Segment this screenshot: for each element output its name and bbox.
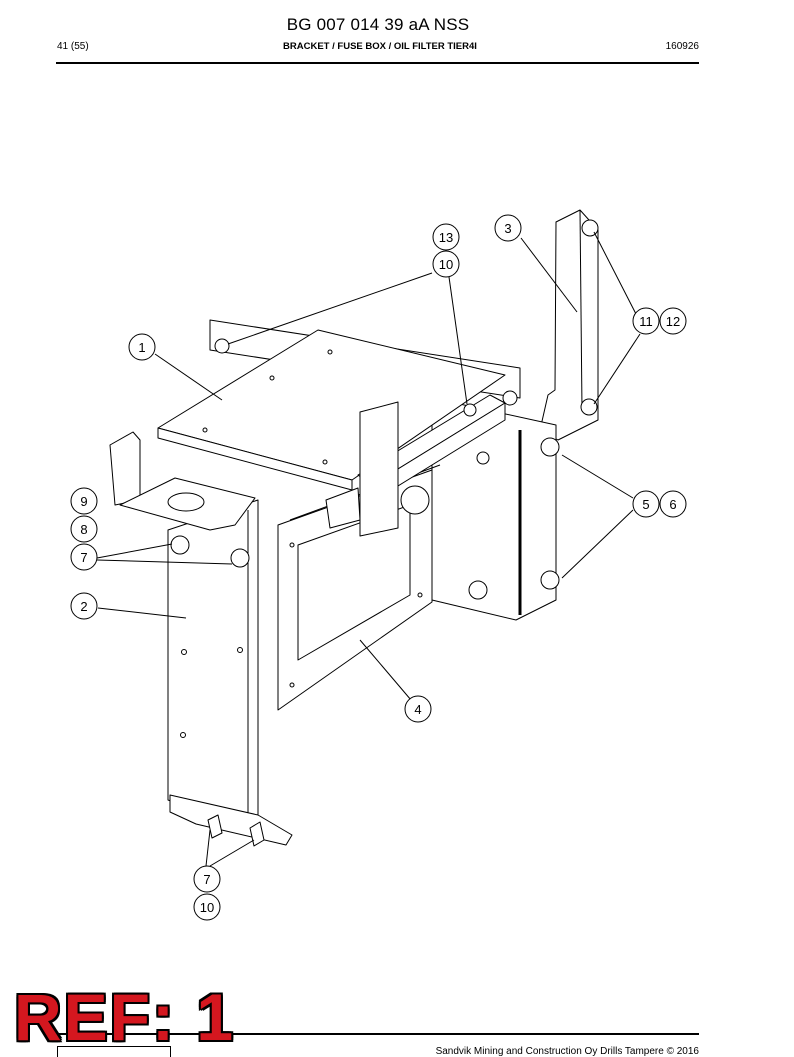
bolt-head — [580, 398, 598, 416]
clip-bracket — [359, 401, 399, 537]
svg-text:13: 13 — [439, 230, 453, 245]
svg-text:2: 2 — [80, 599, 87, 614]
svg-text:6: 6 — [669, 497, 676, 512]
callout-8: 8 — [70, 515, 98, 543]
page-number: 41 (55) — [57, 41, 89, 52]
bolt-head — [214, 338, 230, 354]
svg-text:10: 10 — [200, 900, 214, 915]
callout-7-lower: 7 — [193, 865, 221, 893]
l-bracket-upright — [109, 431, 141, 506]
washer — [170, 535, 190, 555]
bolt-head — [502, 390, 518, 406]
document-title: BG 007 014 39 aA NSS — [286, 15, 470, 34]
svg-text:11: 11 — [639, 314, 653, 329]
bolt-head — [581, 219, 599, 237]
svg-text:7: 7 — [203, 872, 210, 887]
brand-logo — [57, 1046, 171, 1057]
callout-6: 6 — [659, 490, 687, 518]
ref-stamp: REF: 1 — [14, 980, 236, 1054]
svg-text:8: 8 — [80, 522, 87, 537]
bolt-head — [468, 580, 488, 600]
pin-head — [463, 403, 477, 417]
section-title: BRACKET / FUSE BOX / OIL FILTER TIER4I — [283, 41, 477, 52]
date-code: 160926 — [665, 41, 699, 52]
header-divider — [56, 62, 699, 64]
callout-3: 3 — [494, 214, 522, 242]
part-3-upright-bracket — [539, 209, 599, 441]
bolt-head — [540, 570, 560, 590]
svg-text:1: 1 — [138, 340, 145, 355]
callout-12: 12 — [659, 307, 687, 335]
foot-bolt — [207, 814, 223, 839]
svg-text:3: 3 — [504, 221, 511, 236]
svg-text:9: 9 — [80, 494, 87, 509]
callout-4: 4 — [404, 695, 432, 723]
svg-text:5: 5 — [642, 497, 649, 512]
footer-divider — [56, 1033, 699, 1035]
callout-5: 5 — [632, 490, 660, 518]
svg-text:7: 7 — [80, 550, 87, 565]
callout-2: 2 — [70, 592, 98, 620]
callout-11: 11 — [632, 307, 660, 335]
callout-10-upper: 10 — [432, 250, 460, 278]
callout-1: 1 — [128, 333, 156, 361]
callout-7-upper: 7 — [70, 543, 98, 571]
bolt-head — [476, 451, 490, 465]
round-knob — [400, 485, 430, 515]
callout-13: 13 — [432, 223, 460, 251]
bolt-head — [540, 437, 560, 457]
callout-9: 9 — [70, 487, 98, 515]
footer-copyright: Sandvik Mining and Construction Oy Drill… — [435, 1046, 699, 1057]
washer — [230, 548, 250, 568]
svg-text:12: 12 — [666, 314, 680, 329]
spring-block — [325, 487, 361, 529]
svg-text:4: 4 — [414, 702, 421, 717]
svg-text:10: 10 — [439, 257, 453, 272]
callout-10-lower: 10 — [193, 893, 221, 921]
